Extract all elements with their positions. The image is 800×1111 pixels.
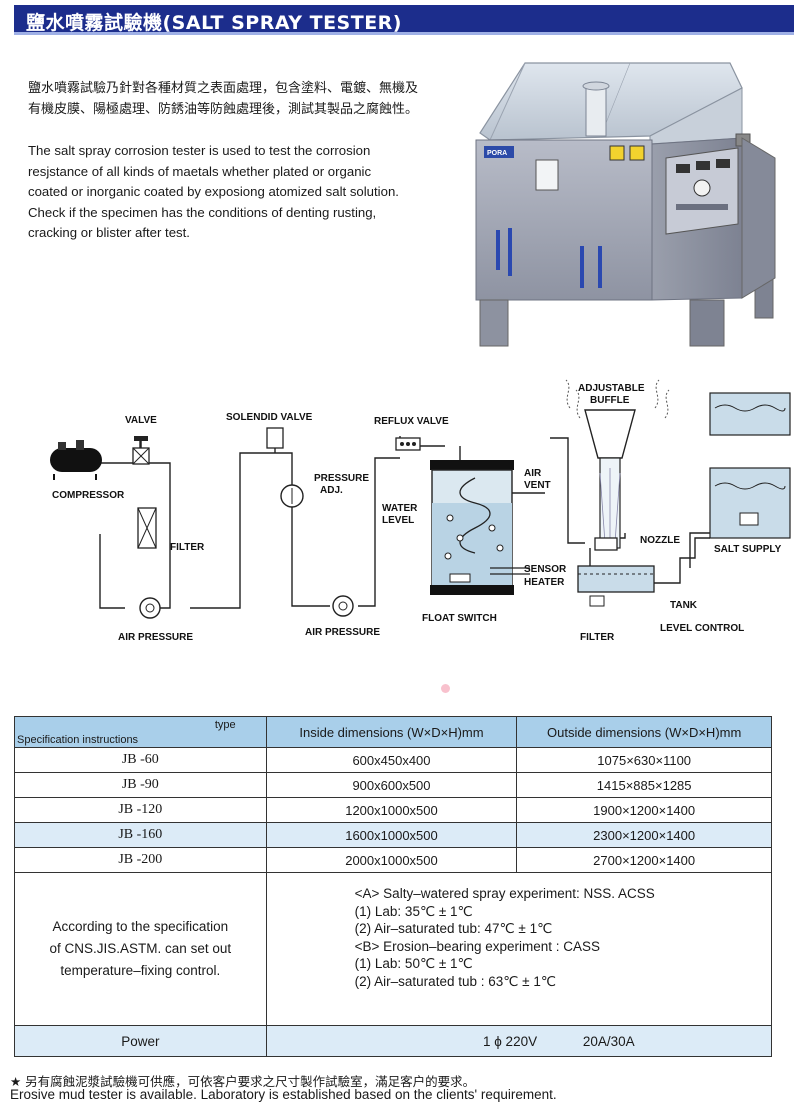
power-row: Power 1 ϕ 220V 20A/30A xyxy=(14,1025,773,1057)
note-right-line-4: <B> Erosion–bearing experiment : CASS xyxy=(354,938,601,954)
label-water: WATER xyxy=(382,503,418,514)
model-cell: JB -200 xyxy=(14,847,267,873)
header-inside-dimensions: Inside dimensions (W×D×H)mm xyxy=(265,716,518,748)
outside-cell: 2700×1200×1400 xyxy=(516,847,772,873)
table-corner-cell: type Specification instructions xyxy=(14,716,267,748)
valve-symbol xyxy=(132,436,150,465)
note-left-line-3: temperature–fixing control. xyxy=(60,963,221,978)
model-cell: JB -120 xyxy=(14,797,267,823)
power-phase-voltage: 1 ϕ 220V xyxy=(482,1033,538,1049)
intro-en-line-3: coated or inorganic coated by exposiong … xyxy=(28,184,399,199)
label-filter-2: FILTER xyxy=(580,632,615,643)
label-nozzle: NOZZLE xyxy=(640,535,680,546)
page-title: 鹽水噴霧試驗機(SALT SPRAY TESTER) xyxy=(26,12,402,34)
label-pressure: PRESSURE xyxy=(314,473,369,484)
label-level-control: LEVEL CONTROL xyxy=(660,623,744,634)
intro-english: The salt spray corrosion tester is used … xyxy=(28,141,468,244)
table-row: JB -90 900x600x500 1415×885×1285 xyxy=(14,772,772,798)
spec-note-left: According to the specification of CNS.JI… xyxy=(14,872,267,1026)
corner-type-label: type xyxy=(214,719,236,731)
power-label: Power xyxy=(14,1025,267,1057)
power-current: 20A/30A xyxy=(582,1033,635,1049)
model-cell: JB -160 xyxy=(14,822,267,848)
outside-cell: 2300×1200×1400 xyxy=(516,822,772,848)
air-pressure-gauge-2 xyxy=(332,595,354,617)
label-air-pressure-1: AIR PRESSURE xyxy=(118,632,193,643)
spec-note-right: <A> Salty–watered spray experiment: NSS.… xyxy=(265,872,773,1026)
intro-en-line-2: resjstance of all kinds of maetals wheth… xyxy=(28,163,372,179)
label-salt-supply: SALT SUPPLY xyxy=(714,544,782,555)
footer-english: Erosive mud tester is available. Laborat… xyxy=(10,1087,557,1102)
intro-en-line-5: cracking or blister after test. xyxy=(28,225,190,240)
label-buffle: BUFFLE xyxy=(590,395,630,406)
note-right-line-6: (2) Air–saturated tub : 63℃ ± 1℃ xyxy=(354,973,556,989)
decorative-dot xyxy=(441,684,450,693)
label-adjustable: ADJUSTABLE xyxy=(578,383,645,394)
inside-cell: 1200x1000x500 xyxy=(265,797,518,823)
note-left-line-2: of CNS.JIS.ASTM. can set out xyxy=(49,941,232,956)
intro-cn-line-2: 有機皮膜、陽極處理、防銹油等防蝕處理後，測試其製品之腐蝕性。 xyxy=(28,102,419,117)
label-solenoid-valve: SOLENDID VALVE xyxy=(226,412,313,423)
note-right-line-1: <A> Salty–watered spray experiment: NSS.… xyxy=(354,886,655,901)
air-pressure-gauge-1 xyxy=(139,597,161,619)
spray-system-diagram: VALVE COMPRESSOR FILTER AIR PRESSURE SOL… xyxy=(50,379,791,643)
note-left-line-1: According to the specification xyxy=(52,919,229,934)
label-reflux-valve: REFLUX VALVE xyxy=(374,416,449,427)
label-vent: VENT xyxy=(524,480,551,491)
salt-spray-tester-photo: PORA xyxy=(475,62,776,347)
note-right-line-3: (2) Air–saturated tub: 47℃ ± 1℃ xyxy=(354,921,553,936)
table-row: JB -200 2000x1000x500 2700×1200×1400 xyxy=(14,847,772,873)
label-air-pressure-2: AIR PRESSURE xyxy=(305,627,380,638)
intro-cn-line-1: 鹽水噴霧試驗乃針對各種材質之表面處理，包含塗料、電鍍、無機及 xyxy=(28,81,419,96)
specification-table: type Specification instructions Inside d… xyxy=(14,716,773,1057)
label-heater: HEATER xyxy=(524,577,565,588)
table-header-row: type Specification instructions Inside d… xyxy=(14,716,772,748)
label-air: AIR xyxy=(524,468,542,479)
model-cell: JB -60 xyxy=(14,747,267,773)
salt-supply-tank xyxy=(709,392,791,539)
label-float-switch: FLOAT SWITCH xyxy=(422,613,497,624)
label-sensor: SENSOR xyxy=(524,564,567,575)
intro-chinese: 鹽水噴霧試驗乃針對各種材質之表面處理，包含塗料、電鍍、無機及 有機皮膜、陽極處理… xyxy=(28,78,478,120)
outside-cell: 1900×1200×1400 xyxy=(516,797,772,823)
filter-symbol xyxy=(137,507,157,549)
inside-cell: 2000x1000x500 xyxy=(265,847,518,873)
page-header: 鹽水噴霧試驗機(SALT SPRAY TESTER) xyxy=(14,5,794,35)
label-filter: FILTER xyxy=(170,542,205,553)
footer-chinese: ★ 另有腐蝕泥漿試驗機可供應，可依客户要求之尺寸製作試驗室，滿足客户的要求。 xyxy=(10,1074,476,1089)
inside-cell: 1600x1000x500 xyxy=(265,822,518,848)
water-tank xyxy=(430,460,530,595)
label-level: LEVEL xyxy=(382,515,414,526)
solenoid-valve-symbol xyxy=(266,427,284,449)
label-tank: TANK xyxy=(670,600,698,611)
table-row: JB -120 1200x1000x500 1900×1200×1400 xyxy=(14,797,772,823)
note-right-line-2: (1) Lab: 35℃ ± 1℃ xyxy=(354,903,473,919)
label-valve: VALVE xyxy=(125,415,157,426)
corner-spec-label: Specification instructions xyxy=(17,734,139,746)
brand-label: PORA xyxy=(487,150,507,157)
table-notes-row: According to the specification of CNS.JI… xyxy=(14,872,773,1026)
header-outside-dimensions: Outside dimensions (W×D×H)mm xyxy=(516,716,772,748)
intro-en-line-1: The salt spray corrosion tester is used … xyxy=(28,143,371,158)
table-row: JB -160 1600x1000x500 2300×1200×1400 xyxy=(14,822,772,848)
table-row: JB -60 600x450x400 1075×630×1100 xyxy=(14,747,772,773)
inside-cell: 600x450x400 xyxy=(265,747,518,773)
label-compressor: COMPRESSOR xyxy=(52,490,125,501)
power-value-cell: 1 ϕ 220V 20A/30A xyxy=(265,1025,773,1057)
spray-column xyxy=(565,379,670,607)
compressor xyxy=(50,440,102,480)
outside-cell: 1075×630×1100 xyxy=(516,747,772,773)
inside-cell: 900x600x500 xyxy=(265,772,518,798)
note-right-line-5: (1) Lab: 50℃ ± 1℃ xyxy=(354,956,473,971)
outside-cell: 1415×885×1285 xyxy=(516,772,772,798)
model-cell: JB -90 xyxy=(14,772,267,798)
label-adj: ADJ. xyxy=(320,485,343,496)
intro-en-line-4: Check if the specimen has the conditions… xyxy=(28,204,377,220)
